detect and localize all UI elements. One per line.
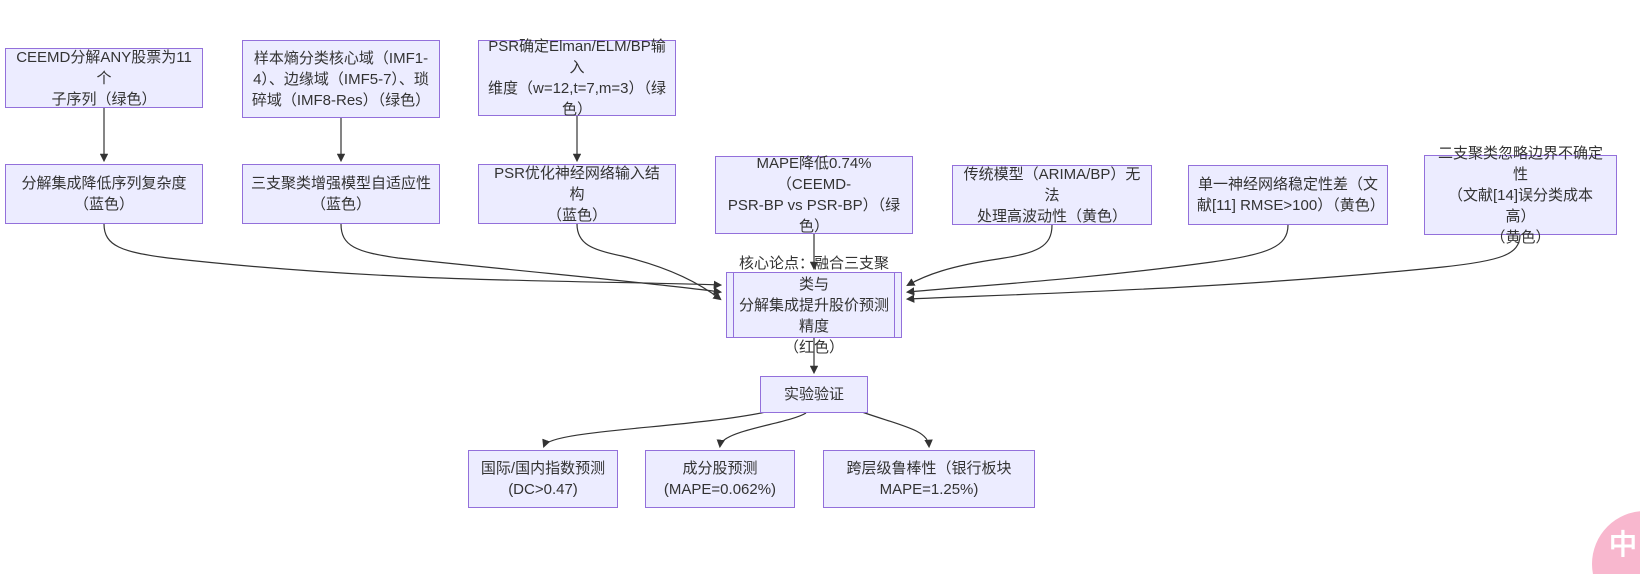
edge-singlenn-to-thesis [905, 224, 1289, 296]
node-single-nn: 单一神经网络稳定性差（文 献[11] RMSE>100）（黄色） [1188, 165, 1388, 225]
node-psr-dimension-label: PSR确定Elman/ELM/BP输入 维度（w=12,t=7,m=3）（绿 色… [488, 38, 666, 118]
edge-psrstruct-to-thesis [576, 223, 722, 301]
node-psr-structure: PSR优化神经网络输入结构 （蓝色） [478, 164, 676, 224]
node-stock-prediction: 成分股预测 (MAPE=0.062%) [645, 450, 795, 508]
edge-twoway-to-thesis [905, 234, 1521, 303]
node-index-prediction-label: 国际/国内指数预测 (DC>0.47) [480, 460, 606, 498]
node-psr-structure-label: PSR优化神经网络输入结构 （蓝色） [494, 164, 660, 224]
node-sample-entropy: 样本熵分类核心域（IMF1- 4）、边缘域（IMF5-7）、琐 碎域（IMF8-… [242, 40, 440, 118]
node-three-way-clustering: 三支聚类增强模型自适应性 （蓝色） [242, 164, 440, 224]
node-ceemd-decomposition-label: CEEMD分解ANY股票为11个 子序列（绿色） [16, 48, 192, 108]
node-core-thesis-label: 核心论点：融合三支聚类与 分解集成提升股价预测精度 （红色） [738, 254, 889, 356]
node-mape-evidence: MAPE降低0.74%（CEEMD- PSR-BP vs PSR-BP）（绿 色… [715, 155, 913, 235]
translate-badge-chinese-glyph: 中 [1609, 529, 1638, 560]
translate-badge-latin-glyph: A [1637, 549, 1640, 574]
node-two-way-clustering-label: 二支聚类忽略边界不确定性 （文献[14]误分类成本高） （黄色） [1437, 144, 1603, 246]
node-traditional-model-label: 传统模型（ARIMA/BP）无法 处理高波动性（黄色） [963, 165, 1141, 225]
node-core-thesis: 核心论点：融合三支聚类与 分解集成提升股价预测精度 （红色） [726, 255, 902, 356]
node-stock-prediction-label: 成分股预测 (MAPE=0.062%) [663, 460, 777, 498]
edge-complexity-to-thesis [103, 223, 723, 289]
edge-threeway-to-thesis [340, 223, 723, 296]
node-mape-evidence-label: MAPE降低0.74%（CEEMD- PSR-BP vs PSR-BP）（绿 色… [727, 155, 901, 235]
node-experiment-label: 实验验证 [783, 386, 844, 403]
node-decomposition-complexity: 分解集成降低序列复杂度 （蓝色） [5, 164, 203, 224]
translate-badge-button[interactable]: 中 A [1592, 511, 1640, 574]
node-psr-dimension: PSR确定Elman/ELM/BP输入 维度（w=12,t=7,m=3）（绿 色… [478, 38, 676, 118]
node-robustness: 跨层级鲁棒性（银行板块 MAPE=1.25%) [823, 450, 1035, 508]
node-two-way-clustering: 二支聚类忽略边界不确定性 （文献[14]误分类成本高） （黄色） [1424, 145, 1617, 246]
node-experiment: 实验验证 [760, 376, 868, 413]
edge-experiment-to-stock [716, 412, 807, 449]
node-robustness-label: 跨层级鲁棒性（银行板块 MAPE=1.25%) [846, 460, 1012, 498]
edge-experiment-to-index [542, 411, 767, 448]
edge-traditional-to-thesis [906, 224, 1053, 287]
node-sample-entropy-label: 样本熵分类核心域（IMF1- 4）、边缘域（IMF5-7）、琐 碎域（IMF8-… [251, 49, 431, 109]
node-ceemd-decomposition: CEEMD分解ANY股票为11个 子序列（绿色） [5, 48, 203, 108]
node-single-nn-label: 单一神经网络稳定性差（文 献[11] RMSE>100）（黄色） [1197, 176, 1385, 214]
node-index-prediction: 国际/国内指数预测 (DC>0.47) [468, 450, 618, 508]
node-three-way-clustering-label: 三支聚类增强模型自适应性 （蓝色） [251, 175, 432, 213]
node-decomposition-complexity-label: 分解集成降低序列复杂度 （蓝色） [21, 175, 187, 213]
edge-experiment-to-robustness [861, 411, 933, 449]
node-traditional-model: 传统模型（ARIMA/BP）无法 处理高波动性（黄色） [952, 165, 1152, 225]
